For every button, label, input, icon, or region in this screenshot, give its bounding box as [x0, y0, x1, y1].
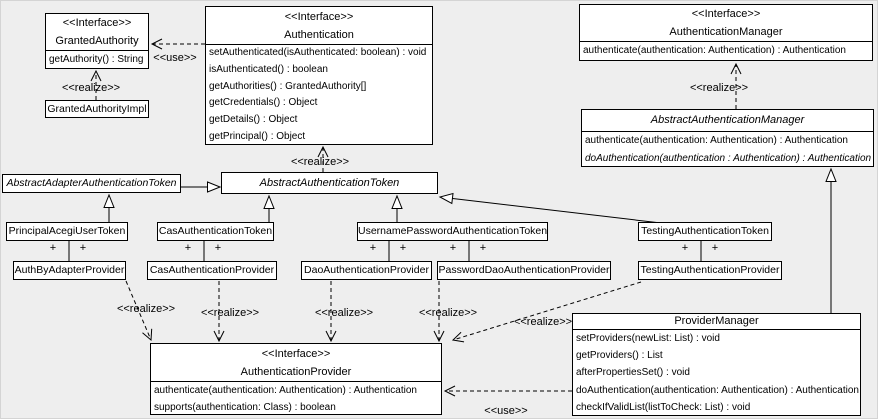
- realize-label: <<realize>>: [290, 156, 350, 168]
- realize-authbyadapter-to-provider: [125, 280, 153, 342]
- method: getAuthorities() : GrantedAuthority[]: [209, 80, 367, 92]
- method: setAuthenticated(isAuthenticated: boolea…: [209, 47, 427, 58]
- class-granted-authority-impl[interactable]: GrantedAuthorityImpl: [45, 100, 149, 118]
- realize-edges: [90, 38, 742, 397]
- class-username-password-authentication-token[interactable]: UsernamePasswordAuthenticationToken: [357, 222, 548, 241]
- stereotype: <<Interface>>: [284, 11, 354, 23]
- class-dao-authentication-provider[interactable]: DaoAuthenticationProvider: [301, 261, 432, 280]
- method: afterPropertiesSet() : void: [576, 367, 690, 379]
- class-name: CasAuthenticationToken: [158, 225, 273, 237]
- method: isAuthenticated() : boolean: [209, 63, 328, 75]
- class-name: ProviderManager: [674, 315, 759, 327]
- class-name: AuthenticationManager: [669, 26, 783, 38]
- association-plus-label: +: [49, 242, 57, 254]
- class-name: AbstractAdapterAuthenticationToken: [6, 177, 177, 189]
- association-edges: [68, 241, 702, 261]
- association-plus-label: +: [449, 242, 457, 254]
- method: checkIfValidList(listToCheck: List) : vo…: [576, 401, 751, 413]
- method: doAuthentication(authentication : Authen…: [585, 153, 872, 164]
- generalization-edges: [103, 167, 837, 313]
- use-label: <<use>>: [484, 405, 528, 417]
- class-granted-authority[interactable]: <<Interface>> GrantedAuthority getAuthor…: [45, 13, 149, 69]
- method: setProviders(newList: List) : void: [576, 333, 720, 344]
- class-cas-authentication-provider[interactable]: CasAuthenticationProvider: [147, 261, 277, 280]
- stereotype: <<Interface>>: [261, 348, 331, 360]
- association-plus-label: +: [479, 242, 487, 254]
- class-name: AuthenticationProvider: [240, 366, 352, 378]
- class-abstract-authentication-token[interactable]: AbstractAuthenticationToken: [221, 172, 438, 194]
- class-name: GrantedAuthority: [55, 35, 139, 47]
- class-name: DaoAuthenticationProvider: [304, 264, 429, 276]
- class-testing-authentication-provider[interactable]: TestingAuthenticationProvider: [638, 261, 782, 280]
- association-plus-label: +: [184, 242, 192, 254]
- method: getAuthority() : String: [49, 54, 144, 65]
- stereotype: <<Interface>>: [691, 8, 761, 20]
- method: doAuthentication(authentication: Authent…: [576, 384, 859, 396]
- class-name: AbstractAuthenticationManager: [650, 114, 805, 126]
- stereotype: <<Interface>>: [62, 17, 132, 29]
- association-plus-label: +: [369, 242, 377, 254]
- class-name: TestingAuthenticationProvider: [640, 264, 780, 276]
- class-principal-acegi-user-token[interactable]: PrincipalAcegiUserToken: [6, 222, 128, 241]
- method: getCredentials() : Object: [209, 97, 318, 109]
- realize-label: <<realize>>: [314, 307, 374, 319]
- realize-label: <<realize>>: [418, 307, 478, 319]
- method: getDetails() : Object: [209, 114, 298, 126]
- class-authentication-provider[interactable]: <<Interface>> AuthenticationProvider aut…: [150, 343, 442, 415]
- class-password-dao-authentication-provider[interactable]: PasswordDaoAuthenticationProvider: [437, 261, 611, 280]
- class-name: UsernamePasswordAuthenticationToken: [358, 225, 548, 237]
- method: authenticate(authentication: Authenticat…: [585, 135, 848, 146]
- association-plus-label: +: [711, 242, 719, 254]
- class-cas-authentication-token[interactable]: CasAuthenticationToken: [157, 222, 274, 241]
- method: getPrincipal() : Object: [209, 130, 306, 142]
- use-label: <<use>>: [153, 52, 197, 64]
- method: authenticate(authentication: Authenticat…: [154, 385, 417, 396]
- class-auth-by-adapter-provider[interactable]: AuthByAdapterProvider: [13, 261, 126, 280]
- class-name: CasAuthenticationProvider: [149, 264, 275, 276]
- method: authenticate(authentication: Authenticat…: [583, 45, 846, 56]
- association-plus-label: +: [399, 242, 407, 254]
- class-abstract-adapter-authentication-token[interactable]: AbstractAdapterAuthenticationToken: [2, 174, 181, 193]
- class-provider-manager[interactable]: ProviderManager setProviders(newList: Li…: [572, 313, 861, 416]
- class-authentication[interactable]: <<Interface>> Authentication setAuthenti…: [205, 6, 433, 145]
- realize-label: <<realize>>: [689, 82, 749, 94]
- method: getProviders() : List: [576, 350, 663, 362]
- realize-label: <<realize>>: [200, 307, 260, 319]
- association-plus-label: +: [79, 242, 87, 254]
- association-plus-label: +: [681, 242, 689, 254]
- class-name: TestingAuthenticationToken: [641, 225, 769, 237]
- class-name: PrincipalAcegiUserToken: [8, 225, 126, 237]
- class-authentication-manager[interactable]: <<Interface>> AuthenticationManager auth…: [579, 4, 873, 61]
- class-name: PasswordDaoAuthenticationProvider: [438, 264, 610, 276]
- gen-testing-token-to-abstract-token: [438, 192, 662, 224]
- class-abstract-authentication-manager[interactable]: AbstractAuthenticationManager authentica…: [581, 109, 874, 167]
- association-plus-label: +: [214, 242, 222, 254]
- realize-testing-to-provider: [451, 281, 642, 343]
- realize-label: <<realize>>: [513, 316, 573, 328]
- realize-label: <<realize>>: [61, 82, 121, 94]
- class-testing-authentication-token[interactable]: TestingAuthenticationToken: [638, 222, 772, 241]
- class-name: GrantedAuthorityImpl: [47, 103, 147, 115]
- class-name: AbstractAuthenticationToken: [259, 177, 400, 189]
- realize-label: <<realize>>: [116, 303, 176, 315]
- class-name: AuthByAdapterProvider: [14, 264, 125, 276]
- class-name: Authentication: [284, 29, 354, 41]
- method: supports(authentication: Class) : boolea…: [154, 402, 336, 413]
